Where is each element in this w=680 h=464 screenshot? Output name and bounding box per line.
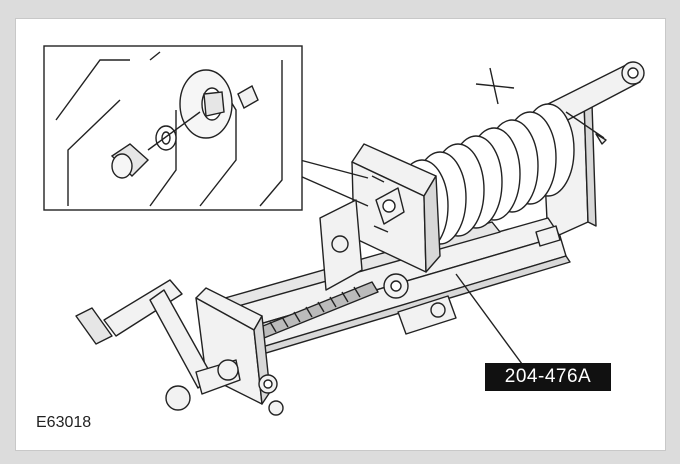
tool-number-callout: 204-476A <box>485 363 611 391</box>
inset-leader-line-1 <box>299 159 369 179</box>
figure-code: E63018 <box>36 414 92 431</box>
shock-absorber-body <box>547 61 645 125</box>
support-foot <box>397 225 561 335</box>
inset-leader-line-2 <box>299 175 369 207</box>
callout-leader-line <box>455 273 523 365</box>
detail-inset <box>43 45 303 211</box>
t-handle <box>475 67 607 145</box>
compressor-carriage <box>319 143 441 299</box>
crank-handle <box>75 279 241 411</box>
